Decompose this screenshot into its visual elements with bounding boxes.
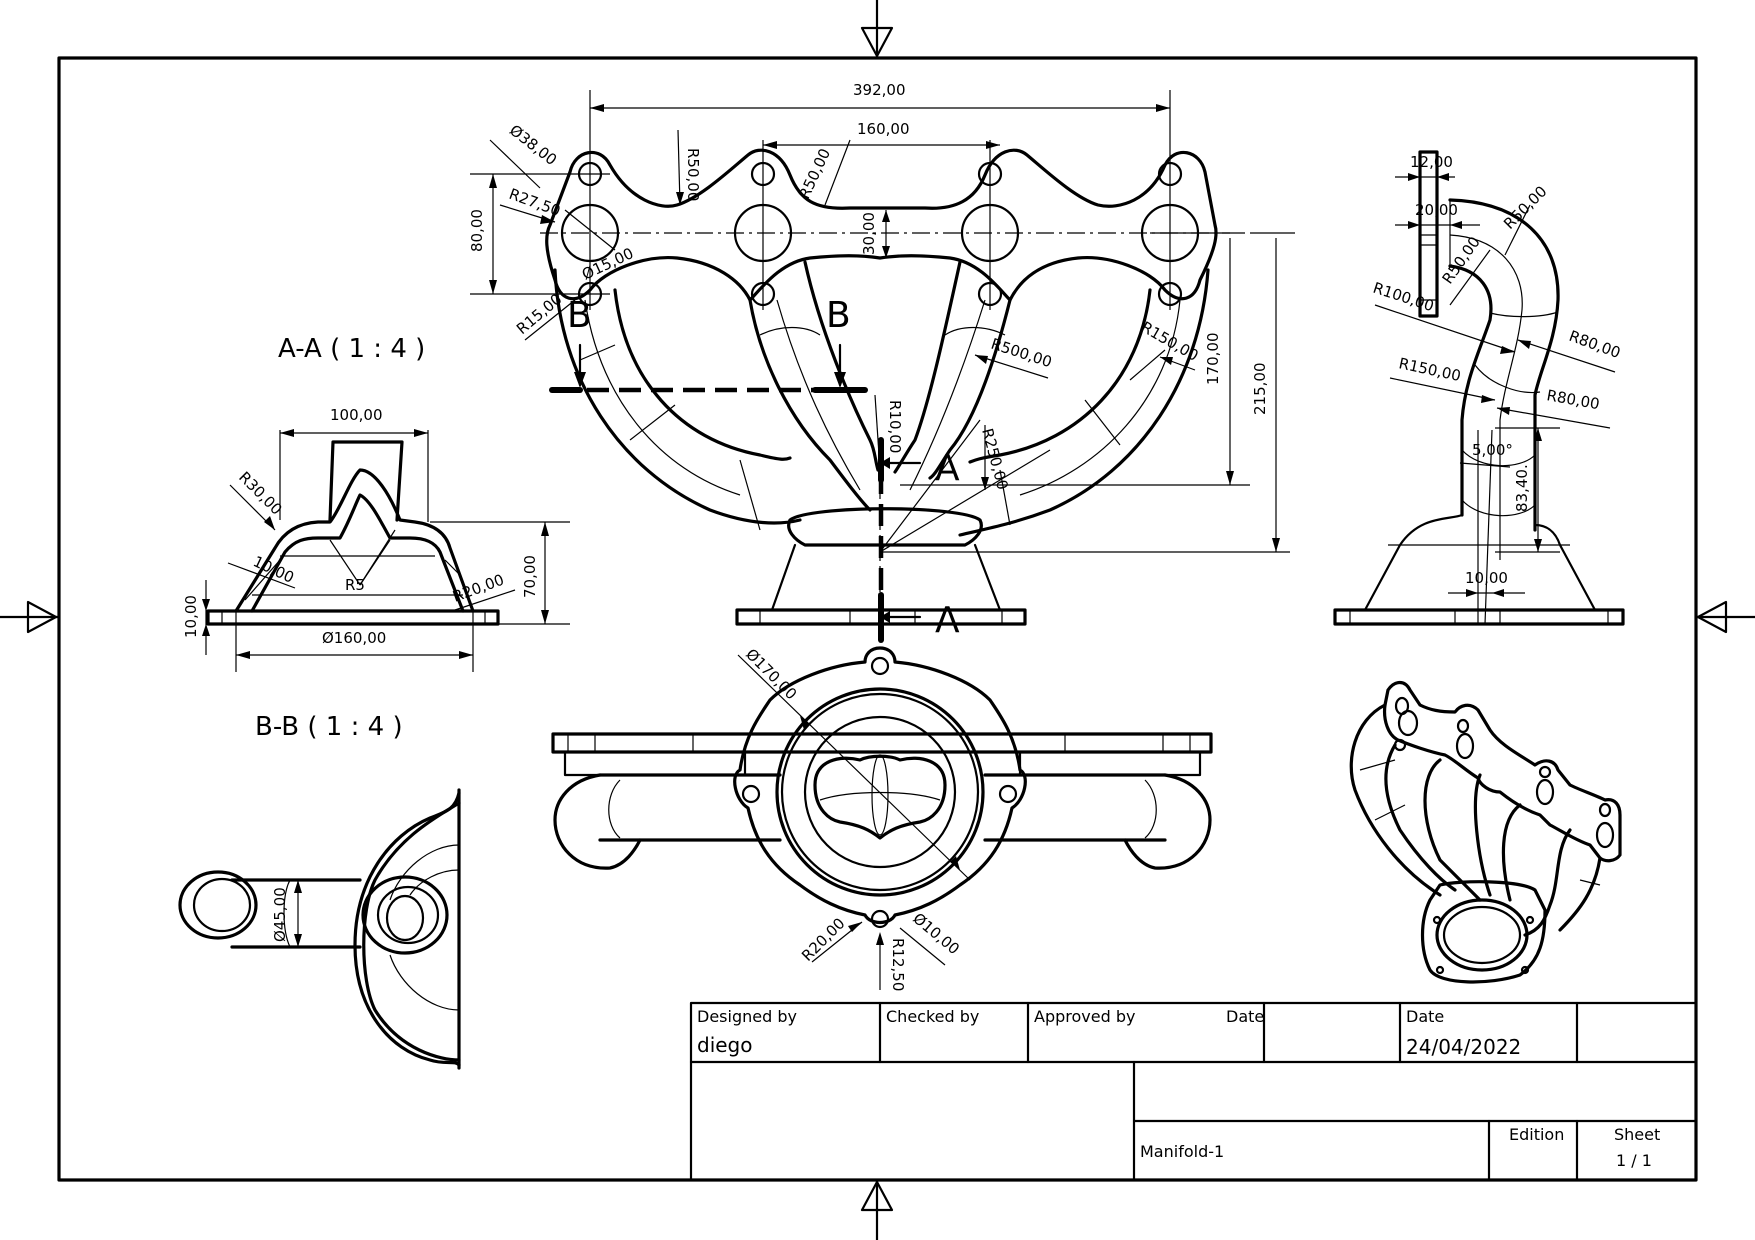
checked-by-label: Checked by [886, 1007, 979, 1026]
dim-d38: Ø38,00 [506, 121, 560, 169]
dim-r27: R27,50 [507, 185, 563, 220]
title-block: Designed by diego Checked by Approved by… [689, 1001, 1698, 1182]
section-aa-title: A-A ( 1 : 4 ) [278, 334, 425, 364]
approved-date-label: Date [1226, 1007, 1264, 1026]
section-mark-a-top: A [935, 448, 960, 489]
sheet-value: 1 / 1 [1616, 1151, 1652, 1170]
sheet-label: Sheet [1614, 1125, 1660, 1144]
dim-aa-t10: 10,00 [250, 552, 297, 586]
dim-392: 392,00 [853, 81, 906, 99]
dim-r10: R10,00 [886, 400, 904, 453]
section-bb-title: B-B ( 1 : 4 ) [255, 712, 403, 742]
date-label: Date [1406, 1007, 1444, 1026]
center-mark-bottom [860, 1178, 894, 1240]
center-mark-left [0, 600, 61, 634]
dim-d15: Ø15,00 [579, 244, 636, 283]
designed-by-value: diego [697, 1033, 753, 1057]
dim-bottom-r20: R20,00 [798, 914, 848, 964]
dim-bottom-d170: Ø170,00 [742, 645, 800, 703]
section-line-aa: A A [878, 437, 960, 643]
front-view: B B A A 392,00 160,00 Ø38,00 R5 [468, 81, 1295, 643]
date-value: 24/04/2022 [1406, 1035, 1521, 1059]
section-bb: B-B ( 1 : 4 ) Ø45,00 [178, 712, 461, 1070]
section-mark-b-right: B [826, 295, 851, 336]
edition-label: Edition [1509, 1125, 1564, 1144]
dim-170: 170,00 [1204, 333, 1222, 386]
dim-215: 215,00 [1251, 363, 1269, 416]
side-dimensions: 12,00 20,00 R50,00 R50,00 R100,00 R80,00… [1371, 153, 1623, 597]
section-aa-dimensions: 100,00 R30,00 10,00 R5 R20,00 70,00 10,0… [182, 406, 570, 672]
section-line-bb: B B [549, 295, 868, 393]
dim-30: 30,00 [860, 212, 878, 255]
dim-side-r50b: R50,00 [1439, 233, 1484, 287]
dim-side-10: 10,00 [1465, 569, 1508, 587]
section-mark-b-left: B [567, 295, 592, 336]
dim-aa-r30: R30,00 [235, 468, 285, 518]
side-view: 12,00 20,00 R50,00 R50,00 R100,00 R80,00… [1333, 150, 1625, 626]
dim-side-angle: 5,00° [1472, 441, 1513, 459]
runner-pipes [553, 260, 1210, 537]
isometric-view [1349, 680, 1622, 984]
dim-side-r80b: R80,00 [1545, 386, 1601, 413]
section-bb-dimensions: Ø45,00 [271, 880, 302, 947]
section-aa: A-A ( 1 : 4 ) 100,00 R30,00 10,00 R5 [182, 334, 570, 672]
dim-bb-d45: Ø45,00 [271, 887, 289, 942]
dim-aa-r5: R5 [345, 576, 365, 594]
dim-160: 160,00 [857, 120, 910, 138]
flange-outline [545, 148, 1218, 302]
center-mark-top [860, 0, 894, 60]
dim-80: 80,00 [468, 209, 486, 252]
dim-side-r150: R150,00 [1397, 354, 1462, 385]
dim-aa-10: 10,00 [182, 595, 200, 638]
section-mark-a-bottom: A [935, 600, 960, 641]
dim-side-83: 83,40. [1513, 464, 1531, 512]
dim-side-12: 12,00 [1410, 153, 1453, 171]
dim-aa-100: 100,00 [330, 406, 383, 424]
dim-r500: R500,00 [989, 335, 1054, 372]
part-name: Manifold-1 [1140, 1142, 1224, 1161]
flange-holes [560, 161, 1200, 307]
dim-bottom-r12: R12,50 [889, 938, 907, 991]
approved-by-label: Approved by [1034, 1007, 1135, 1026]
dim-side-r100: R100,00 [1371, 279, 1436, 316]
dim-r50-left: R50,00 [684, 148, 702, 201]
dim-aa-d160: Ø160,00 [322, 629, 386, 647]
dim-side-r80a: R80,00 [1567, 327, 1623, 362]
dim-side-20: 20,00 [1415, 201, 1458, 219]
center-mark-right [1694, 600, 1755, 634]
dim-r50-right: R50,00 [795, 146, 834, 202]
designed-by-label: Designed by [697, 1007, 797, 1026]
dim-aa-70: 70,00 [521, 555, 539, 598]
bottom-view: Ø170,00 R20,00 R12,50 Ø10,00 [551, 645, 1213, 991]
dim-bottom-d10: Ø10,00 [909, 909, 963, 958]
